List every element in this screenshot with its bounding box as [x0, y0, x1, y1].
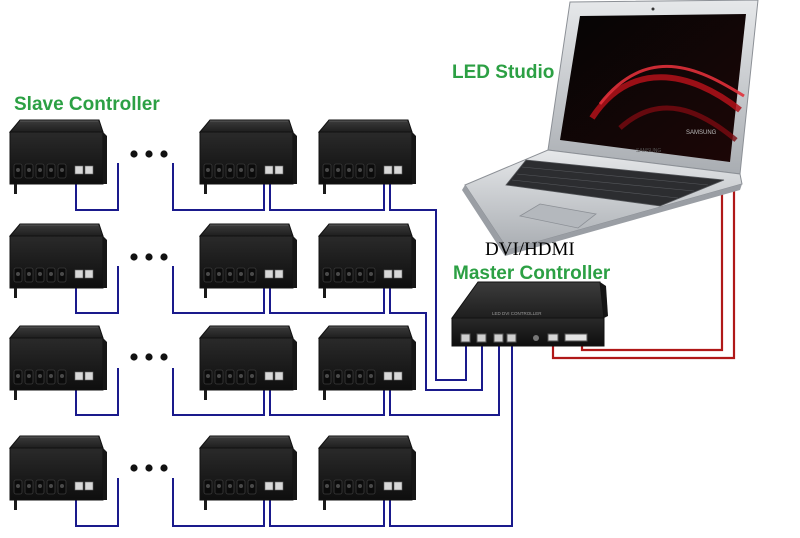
cable-row3-b: [172, 368, 265, 416]
slave-controller-unit: [317, 325, 416, 400]
ellipsis-dot: [160, 253, 168, 261]
slave-controller-grid: [8, 119, 416, 510]
laptop: SAMSUNG SAMSUNG: [462, 0, 759, 256]
ellipsis-dot: [160, 353, 168, 361]
slave-net-port-out: [84, 269, 94, 279]
master-net-port-4: [506, 333, 517, 343]
slave-net-port-in: [264, 269, 274, 279]
cable-row2-a: [75, 266, 119, 314]
cable-row1-a: [75, 163, 119, 211]
ellipsis-dot: [130, 353, 138, 361]
slave-controller-unit: [8, 435, 107, 510]
slave-controller-unit: [317, 119, 416, 194]
slave-net-port-in: [383, 269, 393, 279]
laptop-screen-brand: SAMSUNG: [686, 130, 717, 136]
master-controller-unit: LED DVI CONTROLLER: [451, 281, 608, 347]
cable-row3-d: [389, 340, 500, 416]
slave-net-port-out: [274, 165, 284, 175]
cable-row2-d: [389, 281, 483, 391]
slave-net-port-out: [274, 269, 284, 279]
master-power-jack: [533, 335, 539, 341]
slave-net-port-out: [84, 165, 94, 175]
ellipsis-dot: [130, 464, 138, 472]
slave-net-port-in: [383, 371, 393, 381]
slave-net-port-out: [274, 371, 284, 381]
master-controller-label: Master Controller: [453, 263, 611, 284]
ellipsis-dot: [145, 464, 153, 472]
cable-row4-b: [172, 478, 265, 527]
ellipsis-dot: [145, 353, 153, 361]
network-cables: [75, 163, 513, 527]
slave-net-port-in: [74, 269, 84, 279]
slave-controller-unit: [8, 325, 107, 400]
dvi-hdmi-label: DVI/HDMI: [485, 239, 575, 260]
slave-net-port-in: [74, 481, 84, 491]
slave-net-port-out: [393, 269, 403, 279]
slave-controller-unit: [8, 119, 107, 194]
led-studio-label: LED Studio: [452, 62, 555, 83]
ellipsis-dots: [130, 150, 168, 472]
slave-controller-unit: [198, 223, 297, 298]
slave-net-port-out: [393, 481, 403, 491]
master-net-port-1: [460, 333, 471, 343]
slave-net-port-in: [383, 481, 393, 491]
slave-controller-unit: [317, 435, 416, 510]
cable-row4-d: [389, 340, 513, 527]
slave-controller-unit: [317, 223, 416, 298]
laptop-screen: [560, 14, 746, 162]
slave-net-port-in: [264, 481, 274, 491]
slave-net-port-in: [264, 371, 274, 381]
cable-row3-a: [75, 368, 119, 416]
slave-net-port-out: [274, 481, 284, 491]
master-usb-port: [564, 333, 588, 342]
cable-row2-c: [269, 281, 385, 314]
ellipsis-dot: [145, 253, 153, 261]
slave-controller-unit: [198, 435, 297, 510]
ellipsis-dot: [160, 464, 168, 472]
master-panel-text: LED DVI CONTROLLER: [492, 311, 542, 316]
master-net-port-3: [493, 333, 504, 343]
slave-net-port-out: [84, 371, 94, 381]
video-cable-1: [551, 190, 736, 360]
slave-net-port-in: [264, 165, 274, 175]
slave-net-port-out: [393, 165, 403, 175]
master-dvi-port: [547, 333, 559, 342]
laptop-keyboard: [505, 159, 725, 207]
slave-net-port-in: [74, 165, 84, 175]
cable-row4-a: [75, 478, 119, 527]
slave-net-port-in: [383, 165, 393, 175]
laptop-lid-brand: SAMSUNG: [636, 148, 661, 154]
cable-row2-b: [172, 266, 265, 314]
ellipsis-dot: [145, 150, 153, 158]
ellipsis-dot: [160, 150, 168, 158]
slave-controller-unit: [198, 119, 297, 194]
slave-controller-unit: [198, 325, 297, 400]
slave-controller-label: Slave Controller: [14, 94, 160, 115]
cable-row1-b: [172, 163, 265, 211]
cable-row1-c: [269, 178, 385, 211]
slave-net-port-out: [84, 481, 94, 491]
cable-row4-c: [269, 494, 385, 527]
cable-row1-d: [389, 178, 467, 381]
master-net-port-2: [476, 333, 487, 343]
slave-net-port-in: [74, 371, 84, 381]
slave-net-port-out: [393, 371, 403, 381]
laptop-touchpad: [518, 203, 597, 229]
ellipsis-dot: [130, 150, 138, 158]
cable-row3-c: [269, 383, 385, 416]
ellipsis-dot: [130, 253, 138, 261]
slave-controller-unit: [8, 223, 107, 298]
